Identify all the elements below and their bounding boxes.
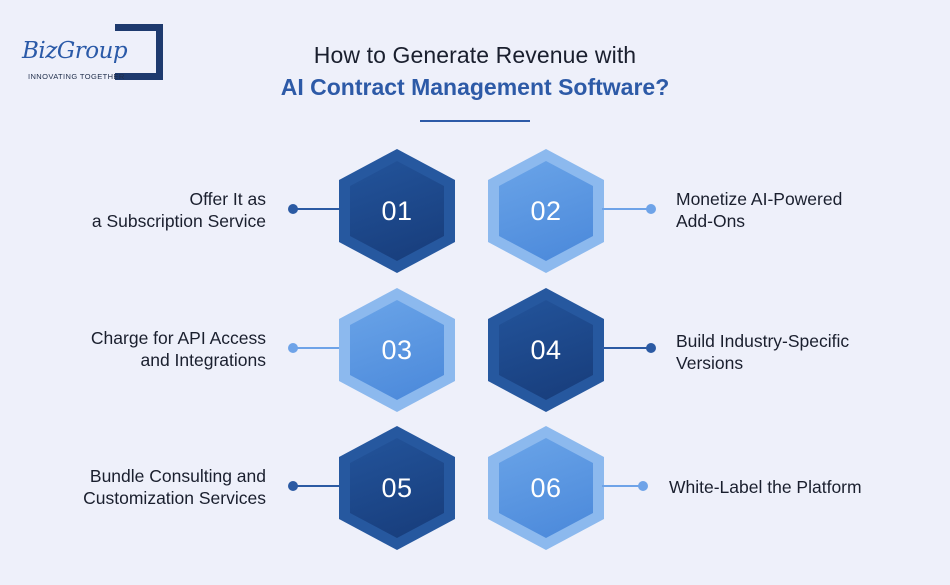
connector-dot-06 bbox=[638, 481, 648, 491]
step-hexagon-02: 02 bbox=[488, 149, 604, 273]
step-hexagon-01: 01 bbox=[339, 149, 455, 273]
step-hexagon-03: 03 bbox=[339, 288, 455, 412]
step-label-04-line1: Build Industry-Specific bbox=[676, 331, 850, 351]
title-line-1: How to Generate Revenue with bbox=[313, 42, 637, 68]
step-number-02: 02 bbox=[499, 161, 593, 261]
step-label-04: Build Industry-Specific Versions bbox=[676, 330, 849, 374]
step-label-03-line1: Charge for API Access bbox=[90, 328, 266, 348]
connector-03 bbox=[293, 347, 347, 349]
step-label-06-line1: White-Label the Platform bbox=[669, 477, 862, 497]
connector-01 bbox=[293, 208, 347, 210]
logo-name: BizGroup bbox=[22, 38, 128, 64]
connector-dot-01 bbox=[288, 204, 298, 214]
step-label-04-line2: Versions bbox=[676, 353, 744, 373]
step-label-05-line1: Bundle Consulting and bbox=[89, 466, 266, 486]
connector-06 bbox=[602, 485, 644, 487]
step-label-03-line2: and Integrations bbox=[140, 350, 266, 370]
connector-dot-03 bbox=[288, 343, 298, 353]
step-hexagon-06: 06 bbox=[488, 426, 604, 550]
title-underline bbox=[420, 120, 530, 122]
step-label-01: Offer It as a Subscription Service bbox=[92, 188, 266, 232]
step-label-01-line1: Offer It as bbox=[189, 189, 266, 209]
connector-05 bbox=[293, 485, 347, 487]
connector-04 bbox=[602, 347, 652, 349]
connector-dot-05 bbox=[288, 481, 298, 491]
connector-dot-02 bbox=[646, 204, 656, 214]
step-number-04: 04 bbox=[499, 300, 593, 400]
logo-frame-shape bbox=[115, 24, 163, 80]
title-line-2: AI Contract Management Software? bbox=[280, 74, 670, 100]
step-label-02-line2: Add-Ons bbox=[676, 211, 746, 231]
step-label-03: Charge for API Access and Integrations bbox=[91, 327, 266, 371]
step-hexagon-05: 05 bbox=[339, 426, 455, 550]
step-label-05: Bundle Consulting and Customization Serv… bbox=[83, 465, 266, 509]
step-number-06: 06 bbox=[499, 438, 593, 538]
company-logo: BizGroup INNOVATING TOGETHER bbox=[22, 24, 163, 84]
connector-dot-04 bbox=[646, 343, 656, 353]
step-hexagon-04: 04 bbox=[488, 288, 604, 412]
step-label-05-line2: Customization Services bbox=[83, 488, 266, 508]
logo-tagline: INNOVATING TOGETHER bbox=[28, 72, 125, 81]
step-label-02: Monetize AI-Powered Add-Ons bbox=[676, 188, 842, 232]
connector-02 bbox=[602, 208, 652, 210]
step-label-01-line2: a Subscription Service bbox=[91, 211, 266, 231]
step-label-06: White-Label the Platform bbox=[669, 476, 862, 498]
step-label-02-line1: Monetize AI-Powered bbox=[676, 189, 843, 209]
